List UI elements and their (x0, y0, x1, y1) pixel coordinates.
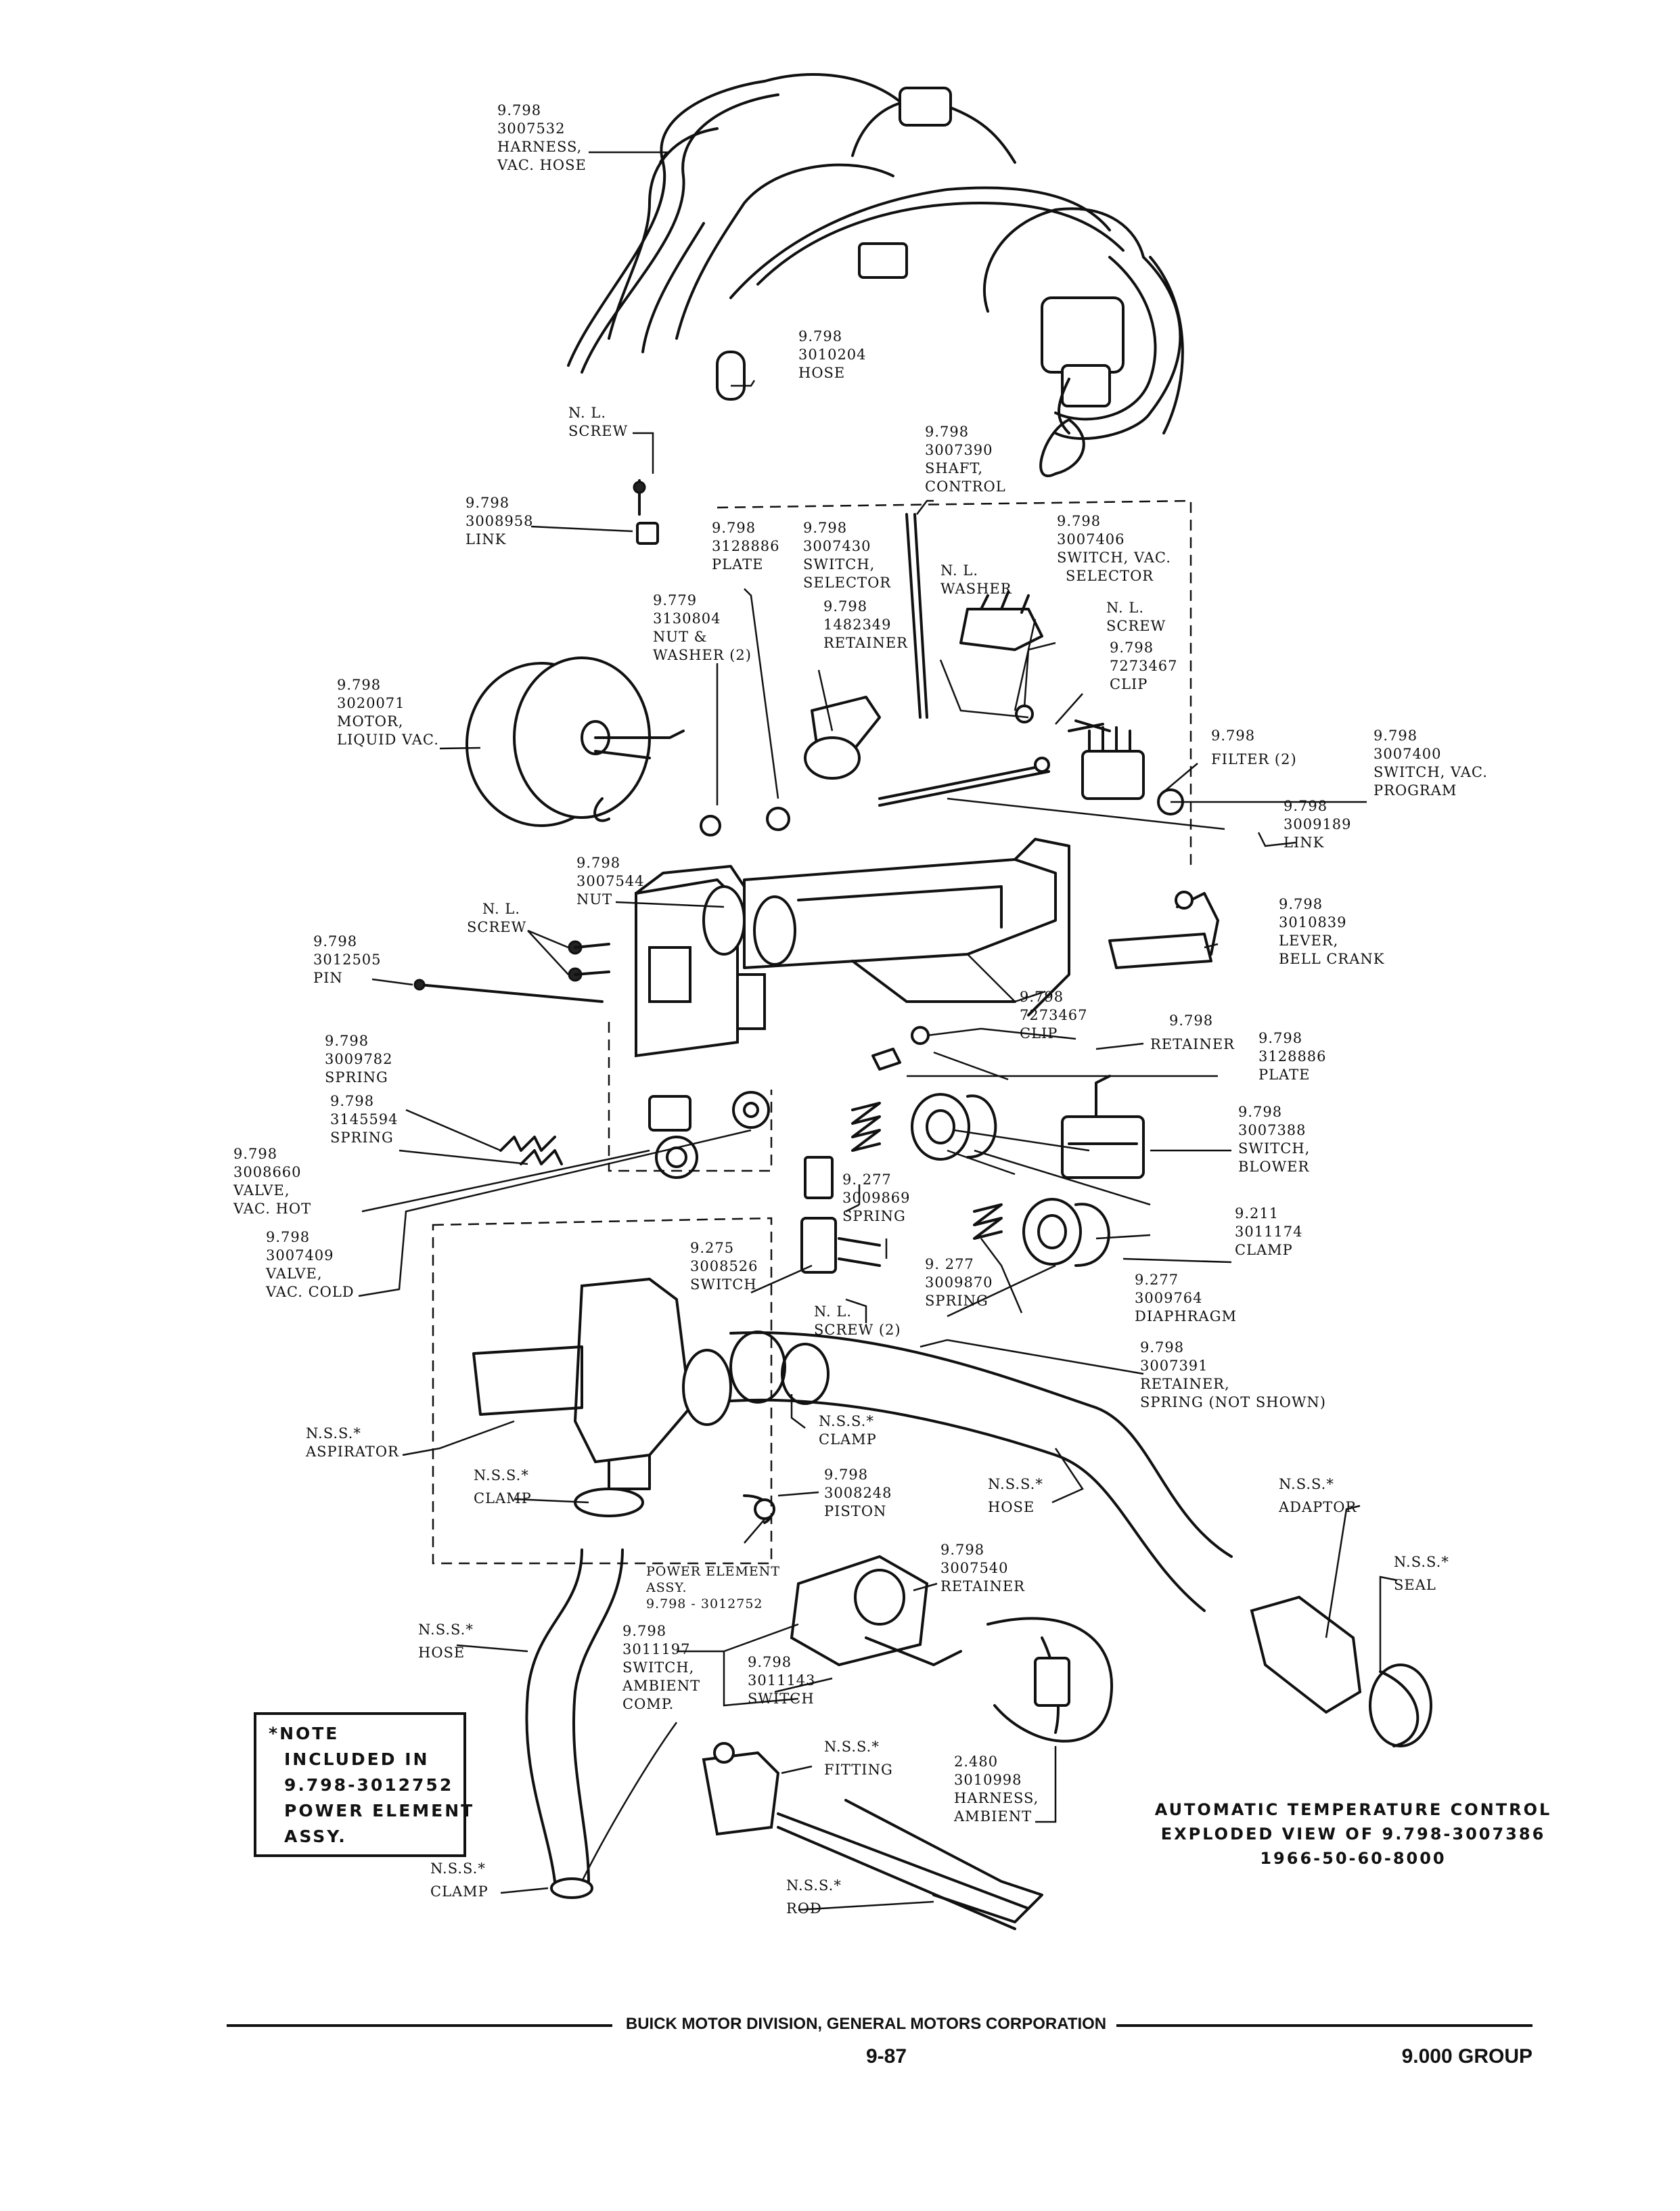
dashed-assembly-outline-power-element (432, 1217, 773, 1565)
label-clamp-nss-2: N.S.S.*CLAMP (474, 1467, 532, 1506)
blower-switch-drawing (1061, 1075, 1145, 1179)
label-aspirator: N.S.S.*ASPIRATOR (305, 1425, 399, 1460)
fitting-and-rod-drawing (702, 1742, 1043, 1930)
label-screw-right: N. L.SCREW (1106, 600, 1166, 634)
label-screw-top: N. L.SCREW (568, 405, 628, 439)
adaptor-and-seal-drawing (1250, 1595, 1432, 1747)
label-screw-two: N. L.SCREW (2) (814, 1303, 901, 1338)
label-washer: N. L.WASHER (940, 562, 1012, 597)
label-fitting: N.S.S.*FITTING (824, 1739, 893, 1778)
main-hose-drawing (729, 1331, 1233, 1612)
label-seal: N.S.S.*SEAL (1394, 1554, 1449, 1593)
footer-group: 9.000 GROUP (1402, 2045, 1533, 2068)
label-clamp-nss-1: N.S.S.*CLAMP (819, 1413, 877, 1448)
power-element-drawing (790, 1555, 1114, 1743)
label-adaptor: N.S.S.*ADAPTOR (1278, 1476, 1357, 1515)
leader-lines (358, 151, 1398, 1911)
label-rod: N.S.S.*ROD (786, 1877, 842, 1917)
dashed-assembly-outline-left (608, 1022, 773, 1172)
aspirator-drawing (472, 1277, 732, 1490)
label-hose-nss-2: N.S.S.*HOSE (418, 1622, 474, 1661)
liquid-vacuum-motor-drawing (466, 656, 685, 827)
label-clamp-nss-3: N.S.S.*CLAMP (430, 1860, 489, 1900)
main-bracket-drawing (635, 838, 1219, 1071)
footer-company: BUICK MOTOR DIVISION, GENERAL MOTORS COR… (626, 2015, 1106, 2033)
note-box (254, 1712, 466, 1857)
pin-and-screws-drawing (413, 940, 610, 1003)
label-screw-left: N. L.SCREW (467, 901, 526, 935)
label-hose-nss-1: N.S.S.*HOSE (988, 1476, 1043, 1515)
springs-and-valves-drawing (499, 1091, 770, 1179)
footer-page-number: 9-87 (866, 2045, 907, 2068)
vacuum-hose-harness-drawing (567, 73, 1184, 477)
diaphragm-assembly-drawing (800, 1093, 1110, 1274)
